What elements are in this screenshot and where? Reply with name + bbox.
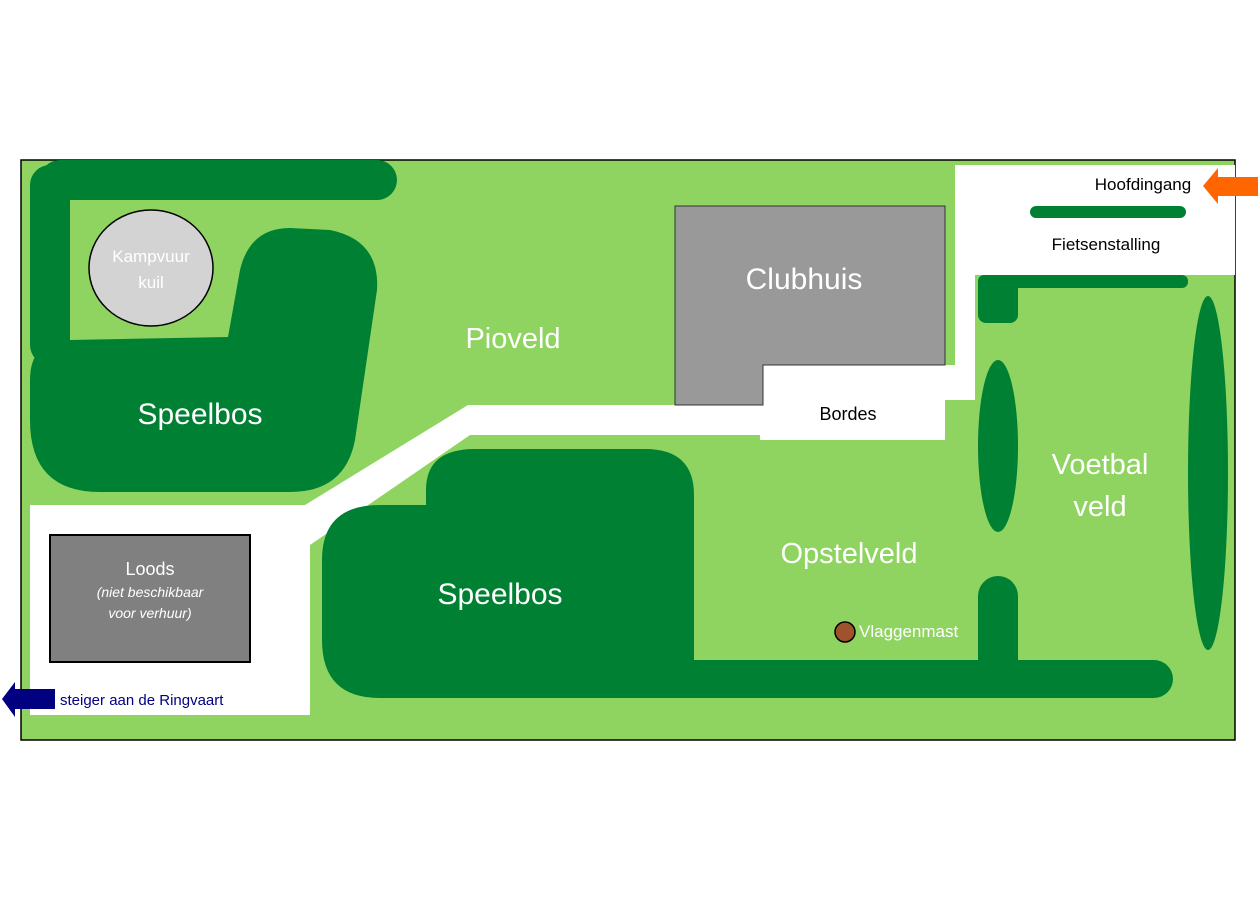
label-voetbal-1: Voetbal <box>1052 449 1149 481</box>
hedge-bottom <box>600 660 1173 698</box>
hedge-top <box>40 160 397 200</box>
steiger-arrow-icon <box>2 682 55 717</box>
speelbos-bottom-area <box>322 449 694 698</box>
entrance-arrow-icon <box>1203 168 1258 204</box>
label-steiger: steiger aan de Ringvaart <box>60 692 224 709</box>
speelbos-top-area <box>30 228 378 492</box>
label-pioveld: Pioveld <box>465 323 560 355</box>
label-loods: Loods <box>125 559 174 579</box>
hedge-voetbal-left-upper <box>978 360 1018 532</box>
hedge-voetbal-corner <box>978 275 1018 323</box>
bordes-area <box>760 365 945 440</box>
label-kampvuur-2: kuil <box>138 273 164 292</box>
label-voetbal-2: veld <box>1073 491 1126 523</box>
label-fietsenstalling: Fietsenstalling <box>1052 235 1161 254</box>
label-clubhuis: Clubhuis <box>746 263 863 296</box>
fietsenstalling-area <box>955 165 1235 275</box>
label-loods-note-2: voor verhuur) <box>108 605 191 621</box>
hedge-fietsenstalling <box>1030 206 1186 218</box>
hedge-left <box>30 165 70 365</box>
label-speelbos-top: Speelbos <box>137 398 262 431</box>
label-kampvuur-1: Kampvuur <box>112 247 190 266</box>
loods-building <box>49 534 251 663</box>
label-loods-note-1: (niet beschikbaar <box>97 584 205 600</box>
label-vlaggenmast: Vlaggenmast <box>859 622 959 641</box>
label-hoofdingang: Hoofdingang <box>1095 175 1191 194</box>
label-bordes: Bordes <box>819 404 876 424</box>
hedge-voetbal-right <box>1188 296 1228 650</box>
clubhuis-building <box>674 205 946 406</box>
label-speelbos-bottom: Speelbos <box>437 578 562 611</box>
flagpole-icon <box>834 621 856 643</box>
hedge-voetbal-top <box>978 275 1188 288</box>
kampvuur-kuil <box>88 209 214 327</box>
label-opstelveld: Opstelveld <box>780 538 917 570</box>
hedge-voetbal-left-lower <box>978 576 1018 686</box>
